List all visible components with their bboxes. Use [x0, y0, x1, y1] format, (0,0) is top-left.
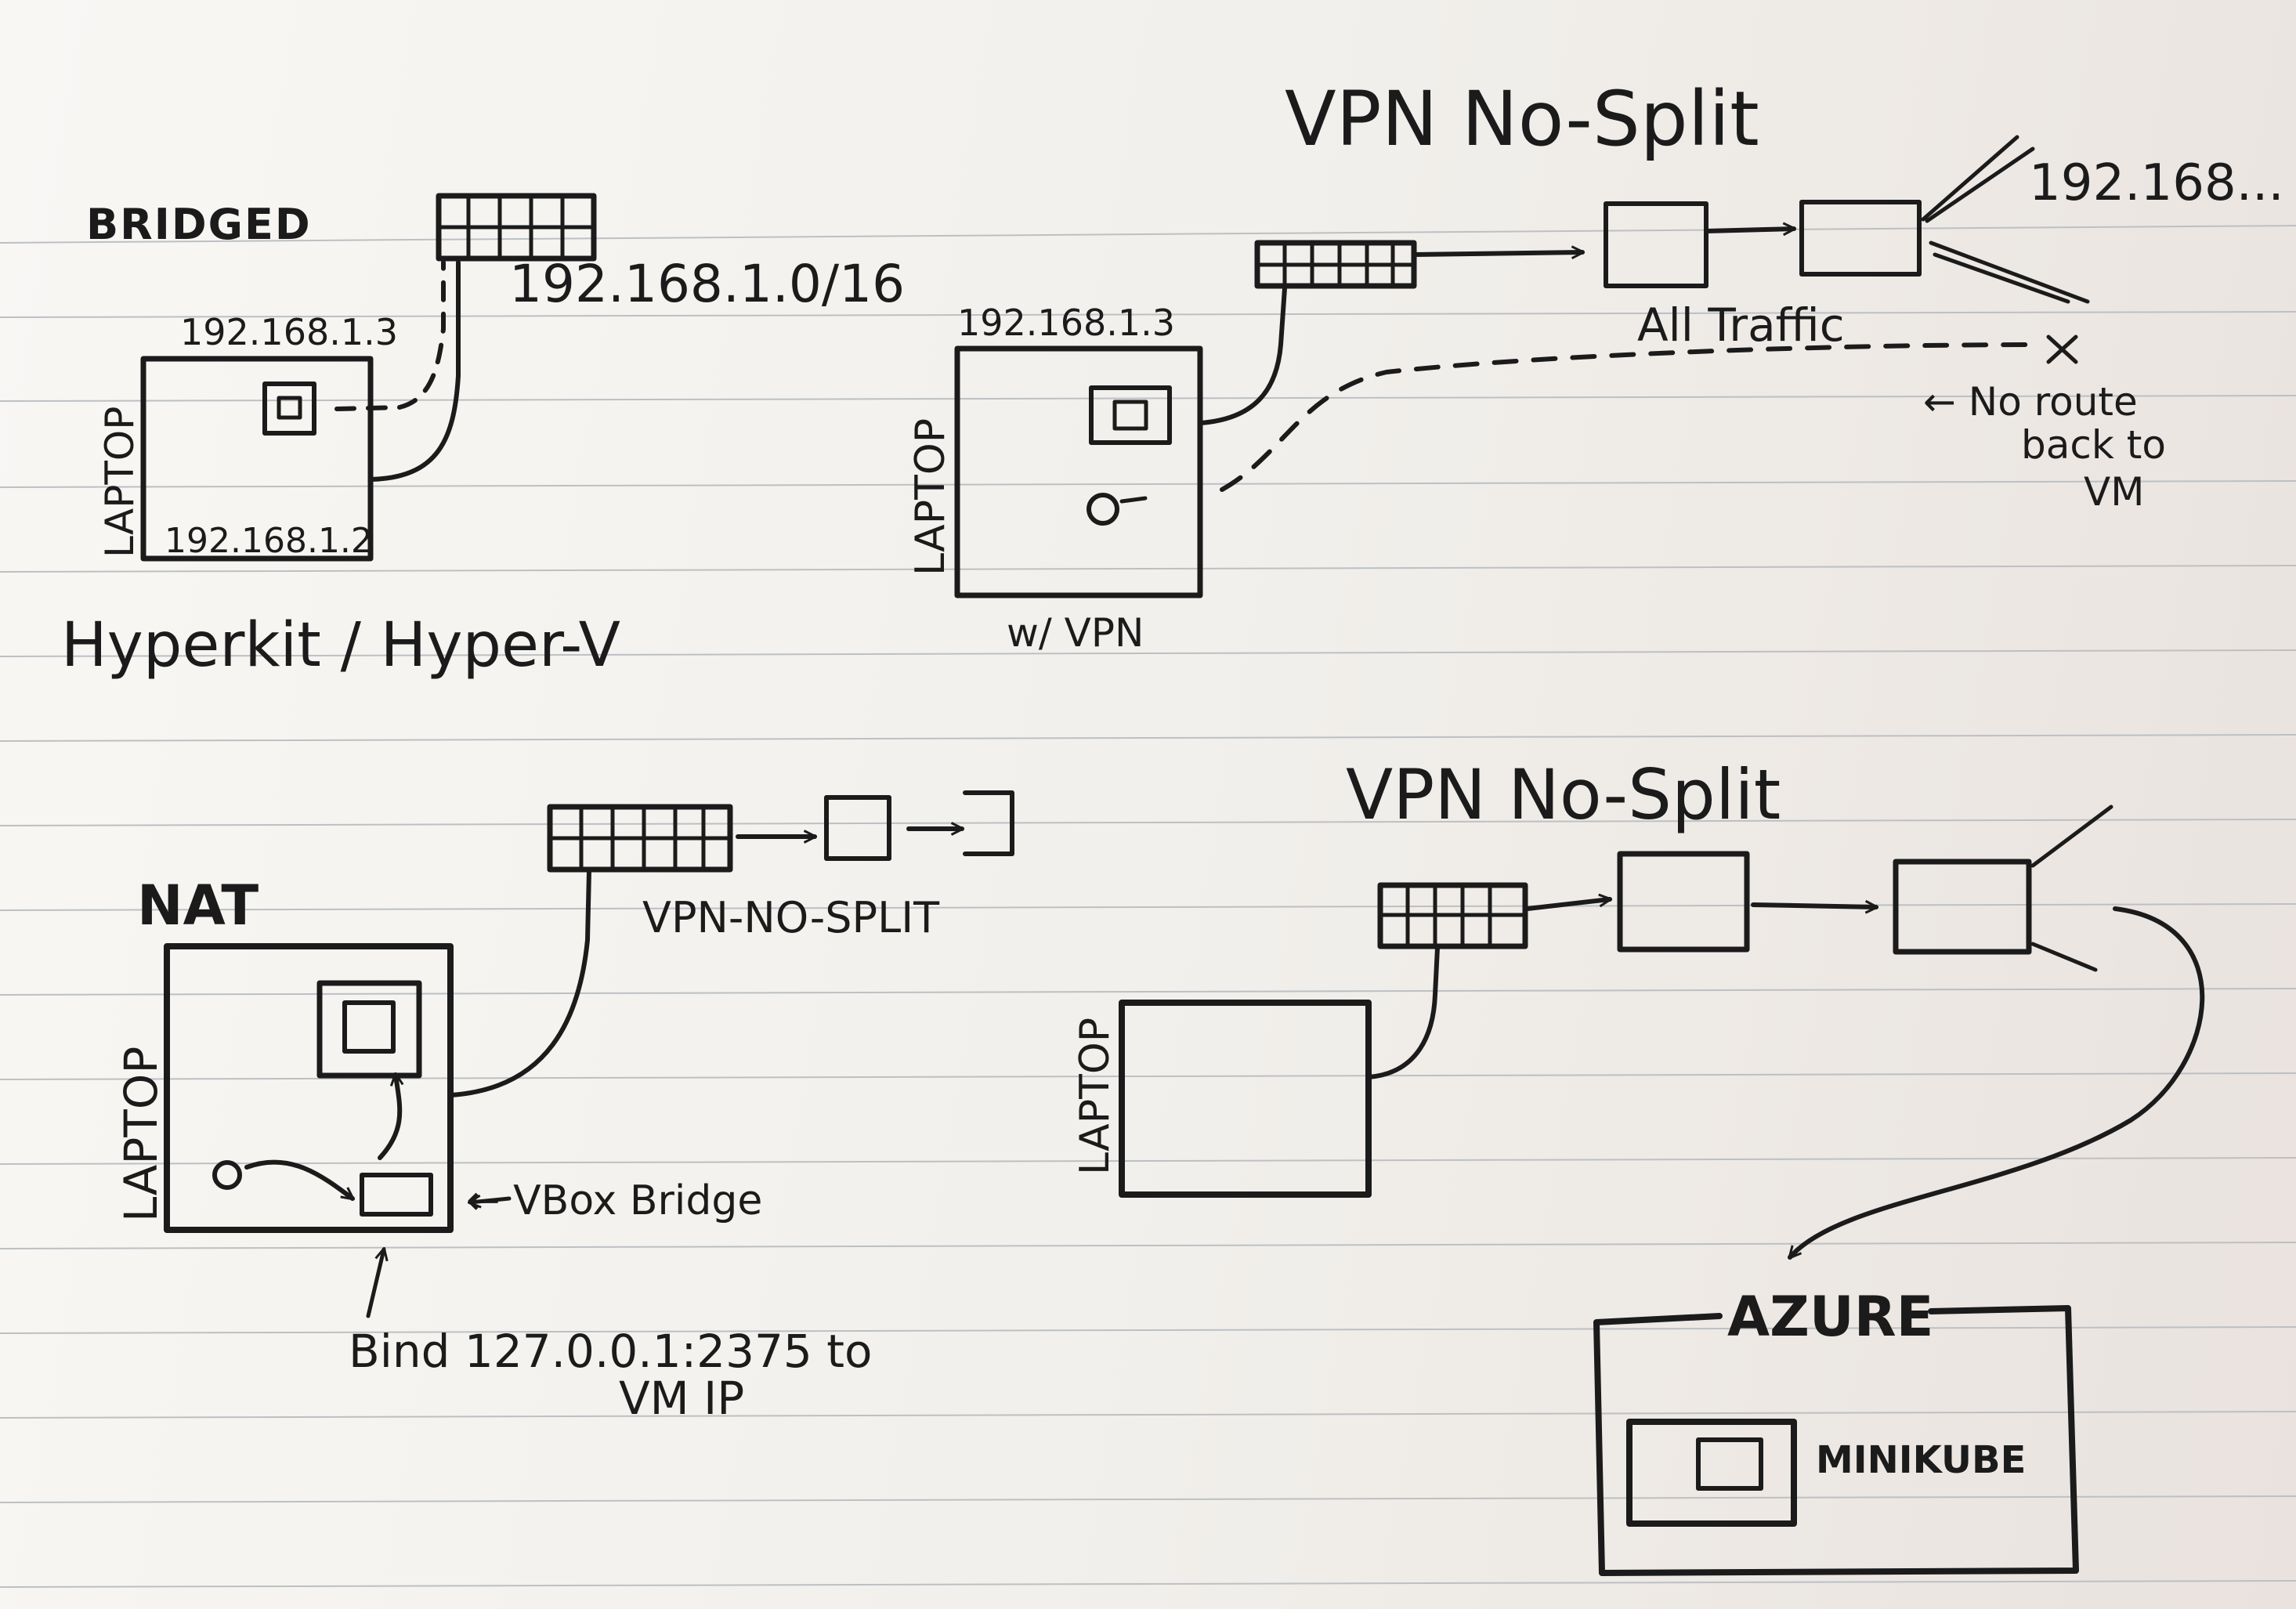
azure-diagram: VPN No-Split LAPTOP AZURE MINIKUBE [1072, 754, 2205, 1576]
host-port-circle [212, 1160, 242, 1190]
minikube-label: MINIKUBE [1816, 1438, 2026, 1482]
vpn-router-box [1617, 851, 1750, 953]
vm-dashed-return [1220, 342, 2039, 492]
laptop-box [140, 356, 374, 562]
vpn-router-box [824, 795, 891, 861]
nat-diagram: NAT VPN-NO-SPLIT LAPTOP ← VBox Bridge Bi… [114, 790, 1014, 1425]
laptop-label: LAPTOP [907, 418, 954, 576]
switch-ports [548, 804, 732, 872]
switch-ports [1255, 240, 1416, 288]
arrow-router-to-gateway [1751, 905, 1876, 907]
azure-flow-title: VPN No-Split [1346, 754, 1781, 835]
arrow-host-to-bridge [244, 1159, 353, 1201]
vpn-top-vm-ip: 192.168.1.3 [957, 302, 1175, 344]
switch-ports [436, 193, 596, 261]
arrow-switch-to-router [1525, 899, 1610, 911]
laptop-box [954, 345, 1203, 598]
bind-note-line-2: VM IP [619, 1372, 744, 1425]
dead-end-x [2046, 334, 2078, 364]
arrow-router-to-gateway [1704, 229, 1794, 231]
azure-box [1593, 1305, 2079, 1576]
bridged-diagram: BRIDGED 192.168.1.0/16 192.168.1.3 LAPTO… [61, 193, 905, 681]
vm-dashed-link [334, 260, 446, 411]
gateway-fan-lines [2030, 804, 2113, 972]
laptop-label: LAPTOP [1072, 1018, 1119, 1175]
vm-inner-box [1112, 400, 1148, 431]
vpn-gateway-box [1893, 859, 2032, 955]
arrow-bridge-to-vm [378, 1075, 400, 1160]
vpn-router-box [1604, 201, 1708, 288]
laptop-box [164, 943, 454, 1233]
ruled-lines [0, 225, 2296, 1588]
vm-inner-box [342, 1000, 396, 1054]
arrow-switch-to-router [1412, 252, 1582, 255]
switch-ports [1378, 883, 1528, 949]
host-uplink [1198, 286, 1287, 425]
vpn-top-caption: w/ VPN [1007, 610, 1144, 656]
vpn-top-title: VPN No-Split [1285, 75, 1759, 163]
vbox-bridge-label: ← VBox Bridge [466, 1177, 762, 1224]
laptop-label: LAPTOP [114, 1047, 168, 1222]
vpn-gateway-box [1799, 200, 1922, 277]
vpn-top-diagram: VPN No-Split 192.168... 192.168.1.3 LAPT… [907, 75, 2284, 656]
bridge-pointer-arrow [470, 1199, 512, 1202]
vbox-bridge-box [360, 1173, 433, 1217]
bridged-host-ip: 192.168.1.2 [165, 521, 373, 561]
no-route-line-3: VM [2084, 469, 2144, 515]
nat-title: NAT [137, 873, 259, 938]
bridged-vm-ip: 192.168.1.3 [180, 311, 398, 353]
hypervisor-label: Hyperkit / Hyper-V [61, 610, 620, 681]
all-traffic-label: All Traffic [1637, 298, 1845, 352]
vpn-no-split-label: VPN-NO-SPLIT [642, 893, 940, 942]
vm-inner-box [277, 396, 302, 420]
bind-note-line-1: Bind 127.0.0.1:2375 to [349, 1325, 872, 1378]
vm-box [1089, 385, 1172, 445]
host-uplink [368, 260, 461, 482]
azure-label: AZURE [1727, 1285, 1934, 1349]
arrow-gateway-to-azure [1790, 906, 2205, 1257]
vpn-adapter-circle [1087, 493, 1119, 526]
bridged-title: BRIDGED [86, 200, 312, 249]
adapter-stub [1119, 496, 1148, 504]
vpn-gateway-box [963, 790, 1014, 856]
vm-box [316, 980, 422, 1079]
minikube-outer-box [1626, 1419, 1797, 1527]
laptop-box [1119, 1000, 1372, 1198]
host-uplink [448, 869, 591, 1097]
vm-box [262, 381, 316, 436]
no-route-line-1: ← No route [1923, 379, 2138, 425]
laptop-label: LAPTOP [97, 407, 143, 558]
bridged-subnet-label: 192.168.1.0/16 [509, 254, 905, 314]
no-route-line-2: back to [2021, 422, 2166, 468]
vpn-top-remote-ip: 192.168... [2029, 154, 2284, 212]
minikube-inner-box [1696, 1437, 1763, 1491]
gateway-fan-lines [1921, 135, 2090, 304]
bind-pointer-arrow [366, 1249, 384, 1318]
host-uplink [1366, 946, 1440, 1079]
